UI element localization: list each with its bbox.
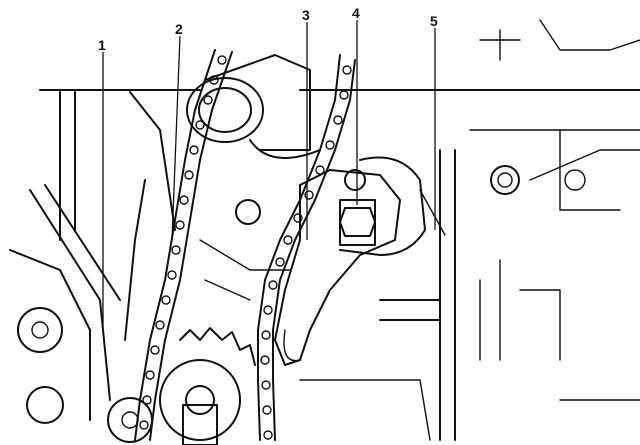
callout-5: 5 bbox=[430, 13, 438, 29]
mounting-holes bbox=[17, 165, 586, 424]
coolant-pipe bbox=[186, 54, 321, 159]
timing-chain-left bbox=[134, 49, 233, 441]
chain-tensioner-arm bbox=[274, 169, 401, 366]
leader-lines bbox=[102, 20, 436, 330]
callout-4: 4 bbox=[352, 5, 360, 21]
callout-1: 1 bbox=[98, 37, 106, 53]
timing-chain-right bbox=[257, 54, 356, 441]
callout-2: 2 bbox=[175, 21, 183, 37]
idler-sprocket bbox=[107, 397, 153, 443]
chain-guide bbox=[124, 179, 291, 341]
engine-block-outline bbox=[9, 19, 640, 441]
callout-3: 3 bbox=[302, 7, 310, 23]
crank-sprocket bbox=[159, 327, 256, 445]
tensioner-housing bbox=[339, 156, 446, 256]
